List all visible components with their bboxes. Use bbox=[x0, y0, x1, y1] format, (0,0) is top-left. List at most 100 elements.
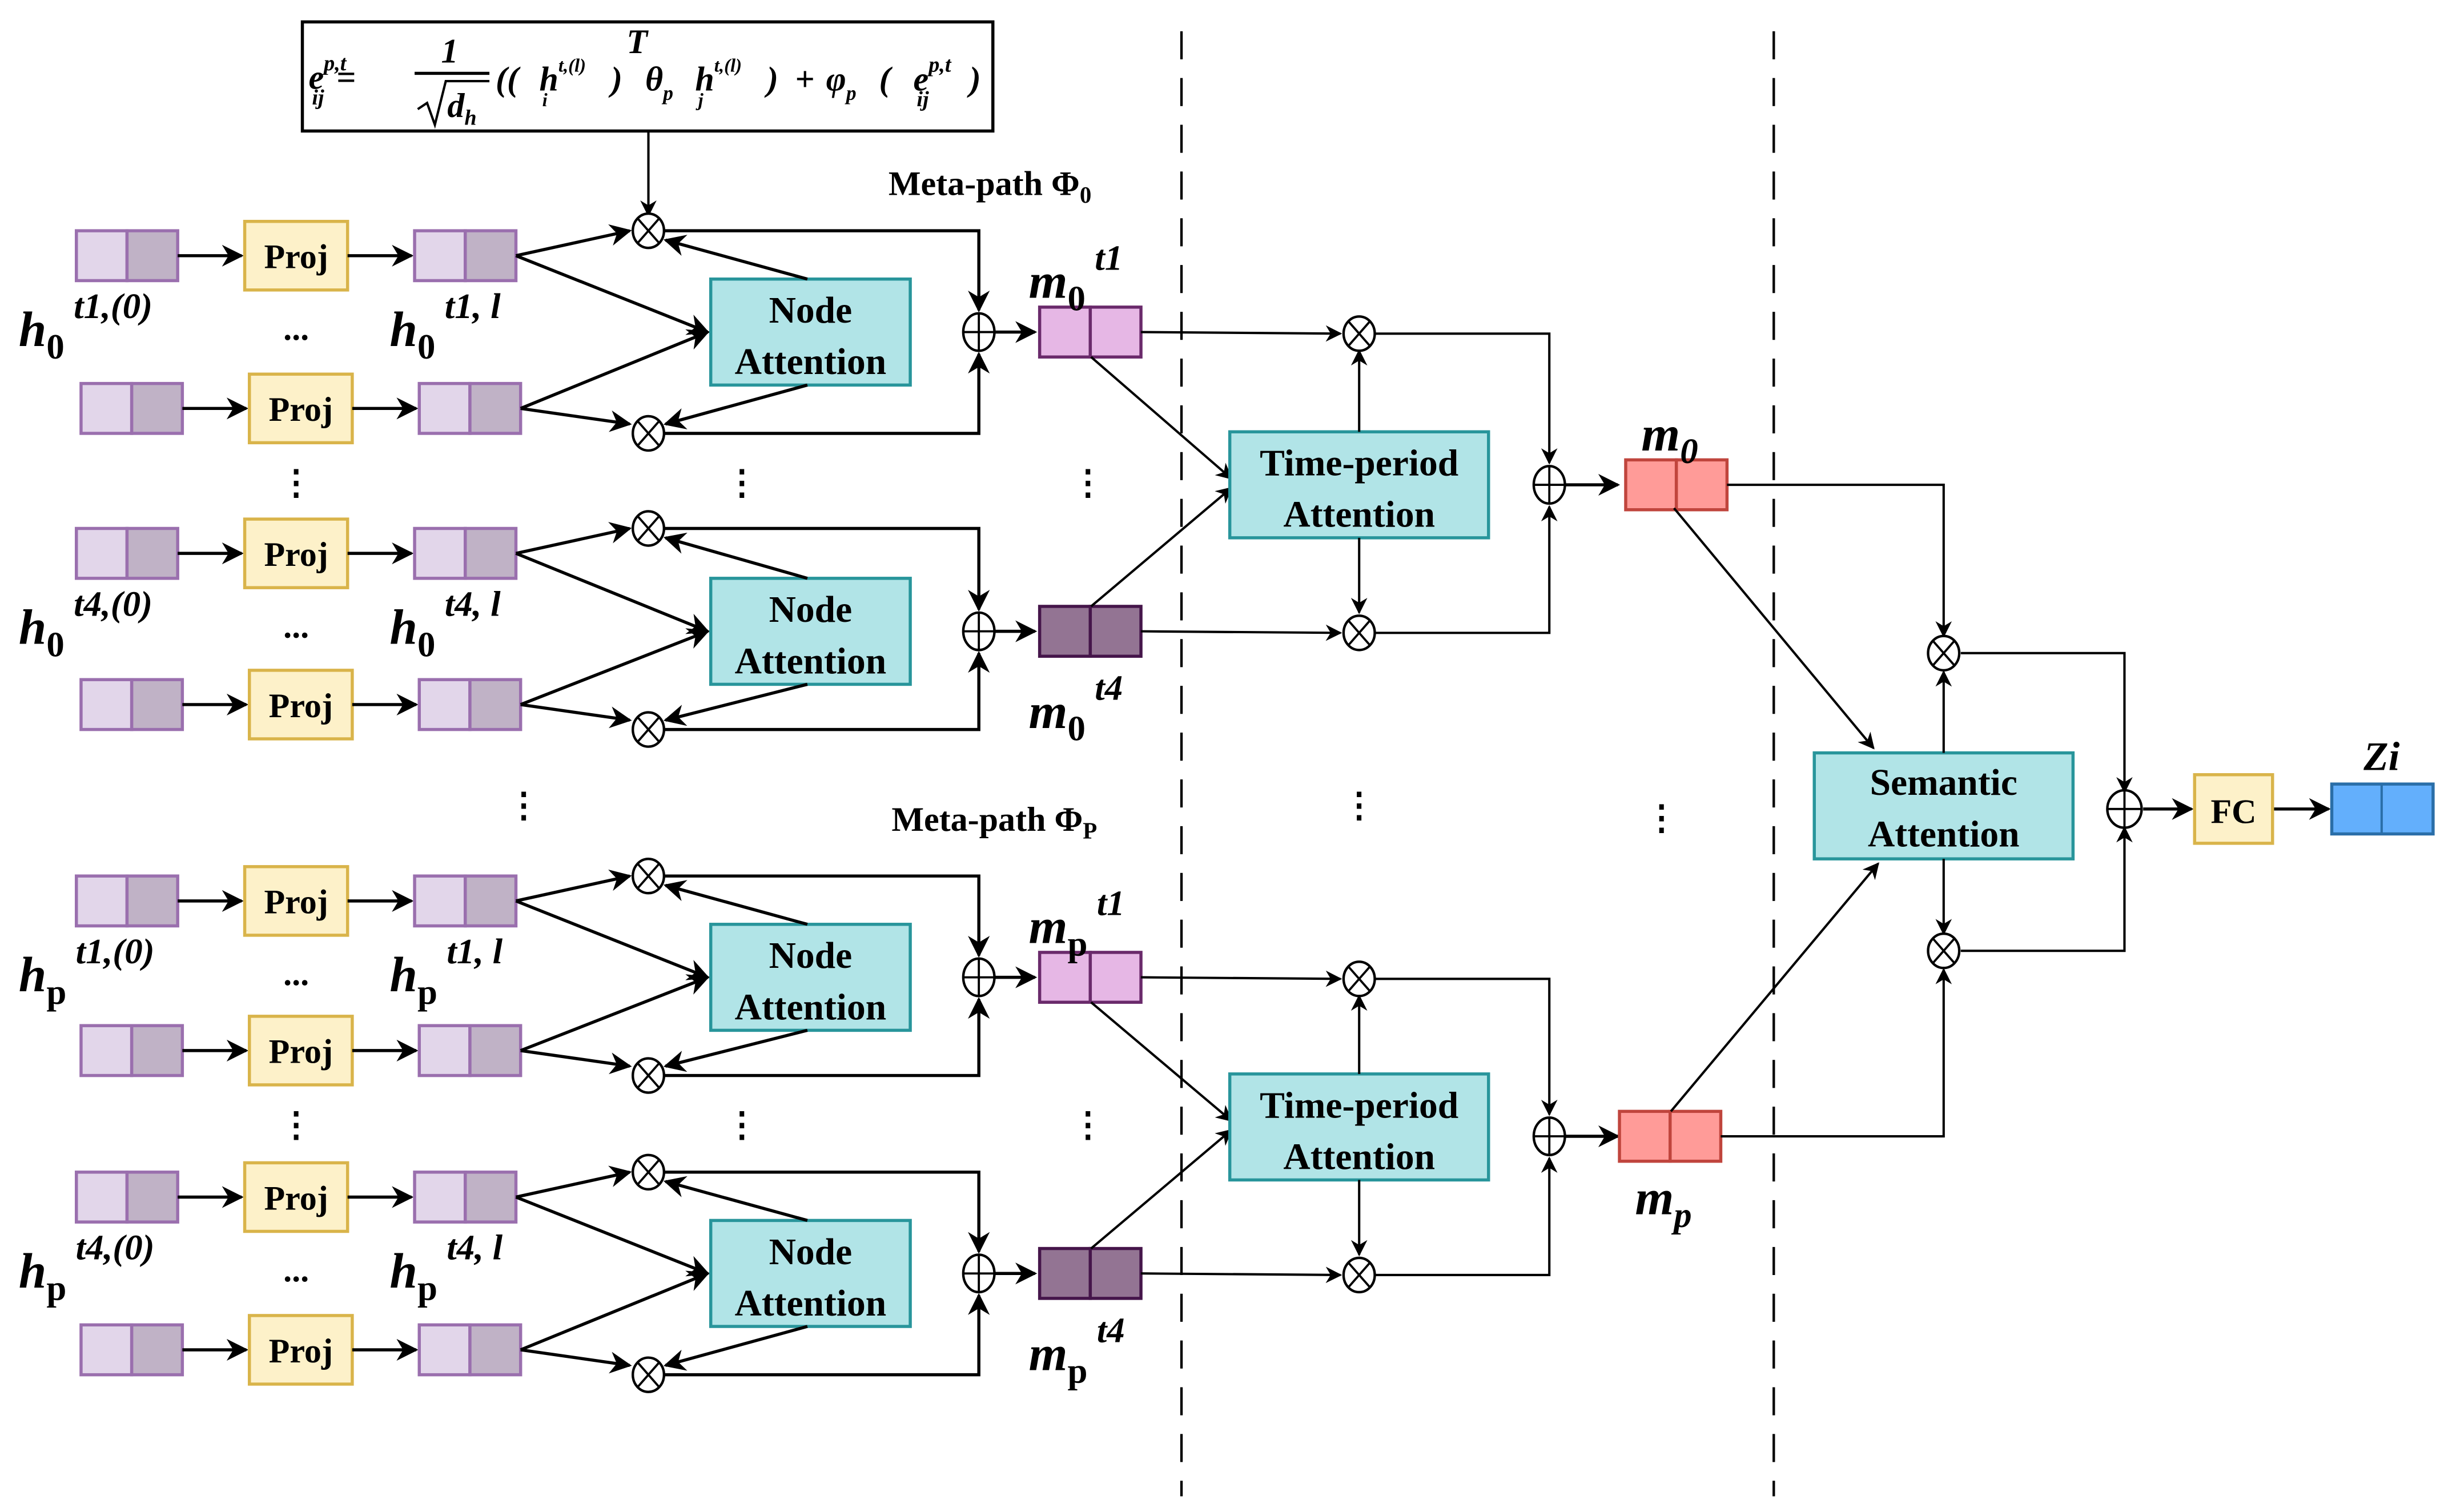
proj-label: Proj bbox=[269, 390, 333, 428]
input-feature-label: hpt4,(0) bbox=[19, 1228, 155, 1308]
formula-h-i: ht,(l)i bbox=[539, 56, 586, 111]
semantic-attention-label-1: Semantic bbox=[1870, 762, 2017, 803]
time-multiply-bottom bbox=[1342, 1256, 1376, 1294]
proj-block[interactable]: Proj bbox=[248, 1015, 354, 1087]
fc-block[interactable]: FC bbox=[2193, 773, 2274, 845]
input-embedding-vector bbox=[75, 229, 179, 283]
time-attention-label-2: Attention bbox=[1283, 1136, 1435, 1177]
node-attention-label-1: Node bbox=[769, 589, 853, 630]
projected-embedding-vector bbox=[417, 678, 522, 731]
proj-block[interactable]: Proj bbox=[243, 517, 349, 589]
input-embedding-vector bbox=[79, 381, 184, 435]
ellipsis-horizontal: ... bbox=[283, 1250, 309, 1289]
time-embedding-label: m0t1 bbox=[1029, 238, 1123, 318]
input-embedding-vector bbox=[75, 526, 179, 580]
projected-feature-label: h0t1, l bbox=[389, 286, 501, 367]
time-attention-label-1: Time-period bbox=[1260, 443, 1458, 484]
time-add-operator bbox=[1532, 1116, 1566, 1156]
time-add-operator bbox=[1532, 465, 1566, 505]
input-embedding-vector bbox=[79, 1323, 184, 1377]
metapath-embedding bbox=[1618, 1109, 1723, 1163]
proj-block[interactable]: Proj bbox=[243, 220, 349, 292]
time-embedding-t1 bbox=[1038, 305, 1143, 359]
input-embedding-vector bbox=[79, 1024, 184, 1077]
proj-block[interactable]: Proj bbox=[243, 865, 349, 937]
proj-label: Proj bbox=[269, 686, 333, 725]
node-attention-label-2: Attention bbox=[735, 341, 887, 383]
time-embedding-t4 bbox=[1038, 605, 1143, 658]
proj-label: Proj bbox=[264, 238, 328, 276]
node-add-operator bbox=[962, 312, 996, 352]
ellipsis-horizontal: ... bbox=[283, 954, 309, 992]
metapath-embedding-label: mp bbox=[1635, 1170, 1691, 1235]
semantic-attention-label-2: Attention bbox=[1868, 814, 2020, 855]
node-multiply-bottom bbox=[632, 415, 665, 452]
metapath-embedding-label: m0 bbox=[1641, 406, 1698, 471]
input-feature-label: hpt1,(0) bbox=[19, 931, 155, 1012]
paren-close-2: ) bbox=[764, 59, 778, 98]
proj-block[interactable]: Proj bbox=[243, 1161, 349, 1233]
node-attention-label-2: Attention bbox=[735, 1283, 887, 1324]
time-multiply-top bbox=[1342, 960, 1376, 998]
node-add-operator bbox=[962, 957, 996, 998]
node-multiply-bottom bbox=[632, 1057, 665, 1094]
time-multiply-bottom bbox=[1342, 614, 1376, 652]
projected-feature-label: h0t4, l bbox=[389, 584, 501, 664]
node-attention-label-2: Attention bbox=[735, 641, 887, 682]
ellipsis-vertical: ⋮ bbox=[725, 1105, 759, 1144]
sqrt-symbol bbox=[417, 80, 490, 129]
time-multiply-top bbox=[1342, 315, 1376, 352]
node-multiply-top bbox=[632, 857, 665, 895]
metapath-embedding bbox=[1624, 458, 1729, 512]
proj-label: Proj bbox=[264, 1179, 328, 1217]
node-attention-label-1: Node bbox=[769, 290, 853, 331]
fc-label: FC bbox=[2210, 792, 2256, 830]
time-attention-label-2: Attention bbox=[1283, 494, 1435, 536]
projected-embedding-vector bbox=[417, 1323, 522, 1377]
output-label-zi: Zi bbox=[2363, 735, 2399, 779]
time-embedding-t1 bbox=[1038, 951, 1143, 1004]
input-embedding-vector bbox=[75, 1171, 179, 1224]
proj-block[interactable]: Proj bbox=[248, 669, 354, 741]
node-multiply-top bbox=[632, 212, 665, 250]
input-embedding-vector bbox=[79, 678, 184, 731]
final-add-operator bbox=[2106, 789, 2143, 829]
formula-h-j: ht,(l)j bbox=[695, 56, 742, 111]
ellipsis-m-col: ⋮ bbox=[1645, 798, 1679, 837]
node-attention-label-1: Node bbox=[769, 1232, 853, 1273]
paren-open: (( bbox=[496, 59, 521, 98]
formula-numerator: 1 bbox=[441, 31, 458, 70]
formula-plus: + bbox=[795, 59, 814, 98]
projected-embedding-vector bbox=[413, 874, 518, 928]
proj-block[interactable]: Proj bbox=[248, 1314, 354, 1386]
ellipsis-horizontal: ... bbox=[283, 309, 309, 347]
ellipsis-vertical: ⋮ bbox=[725, 463, 759, 501]
semantic-wiring bbox=[1670, 484, 2331, 1138]
proj-block[interactable]: Proj bbox=[248, 372, 354, 445]
semantic-attention-block[interactable]: Semantic Attention bbox=[1812, 751, 2075, 860]
time-embedding-label: m0t4 bbox=[1029, 668, 1123, 749]
node-multiply-bottom bbox=[632, 711, 665, 748]
semantic-multiply-bottom bbox=[1927, 932, 1961, 970]
paren-close: ) bbox=[608, 59, 622, 98]
metapath-title-p: Meta-path ΦP bbox=[891, 800, 1097, 844]
input-feature-label: h0t4,(0) bbox=[19, 584, 152, 664]
ellipsis-vertical: ⋮ bbox=[1071, 463, 1105, 501]
ellipsis-horizontal: ... bbox=[283, 607, 309, 645]
projected-embedding-vector bbox=[413, 526, 518, 580]
paren-open-3: ( bbox=[879, 59, 893, 98]
ellipsis-vertical: ⋮ bbox=[279, 463, 313, 501]
node-attention-label-1: Node bbox=[769, 935, 853, 976]
